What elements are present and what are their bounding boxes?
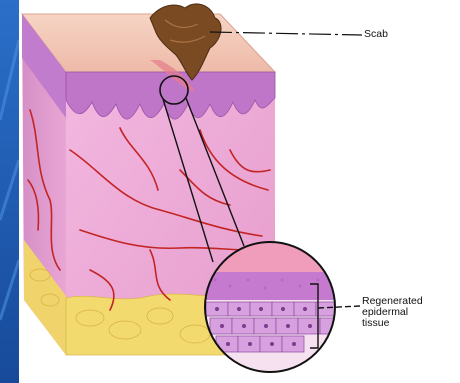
skin-surface [22, 14, 275, 72]
front-epidermis [66, 72, 275, 119]
scab-label: Scab [364, 29, 388, 40]
regenerated-tissue-label: Regenerated epidermal tissue [362, 296, 456, 329]
